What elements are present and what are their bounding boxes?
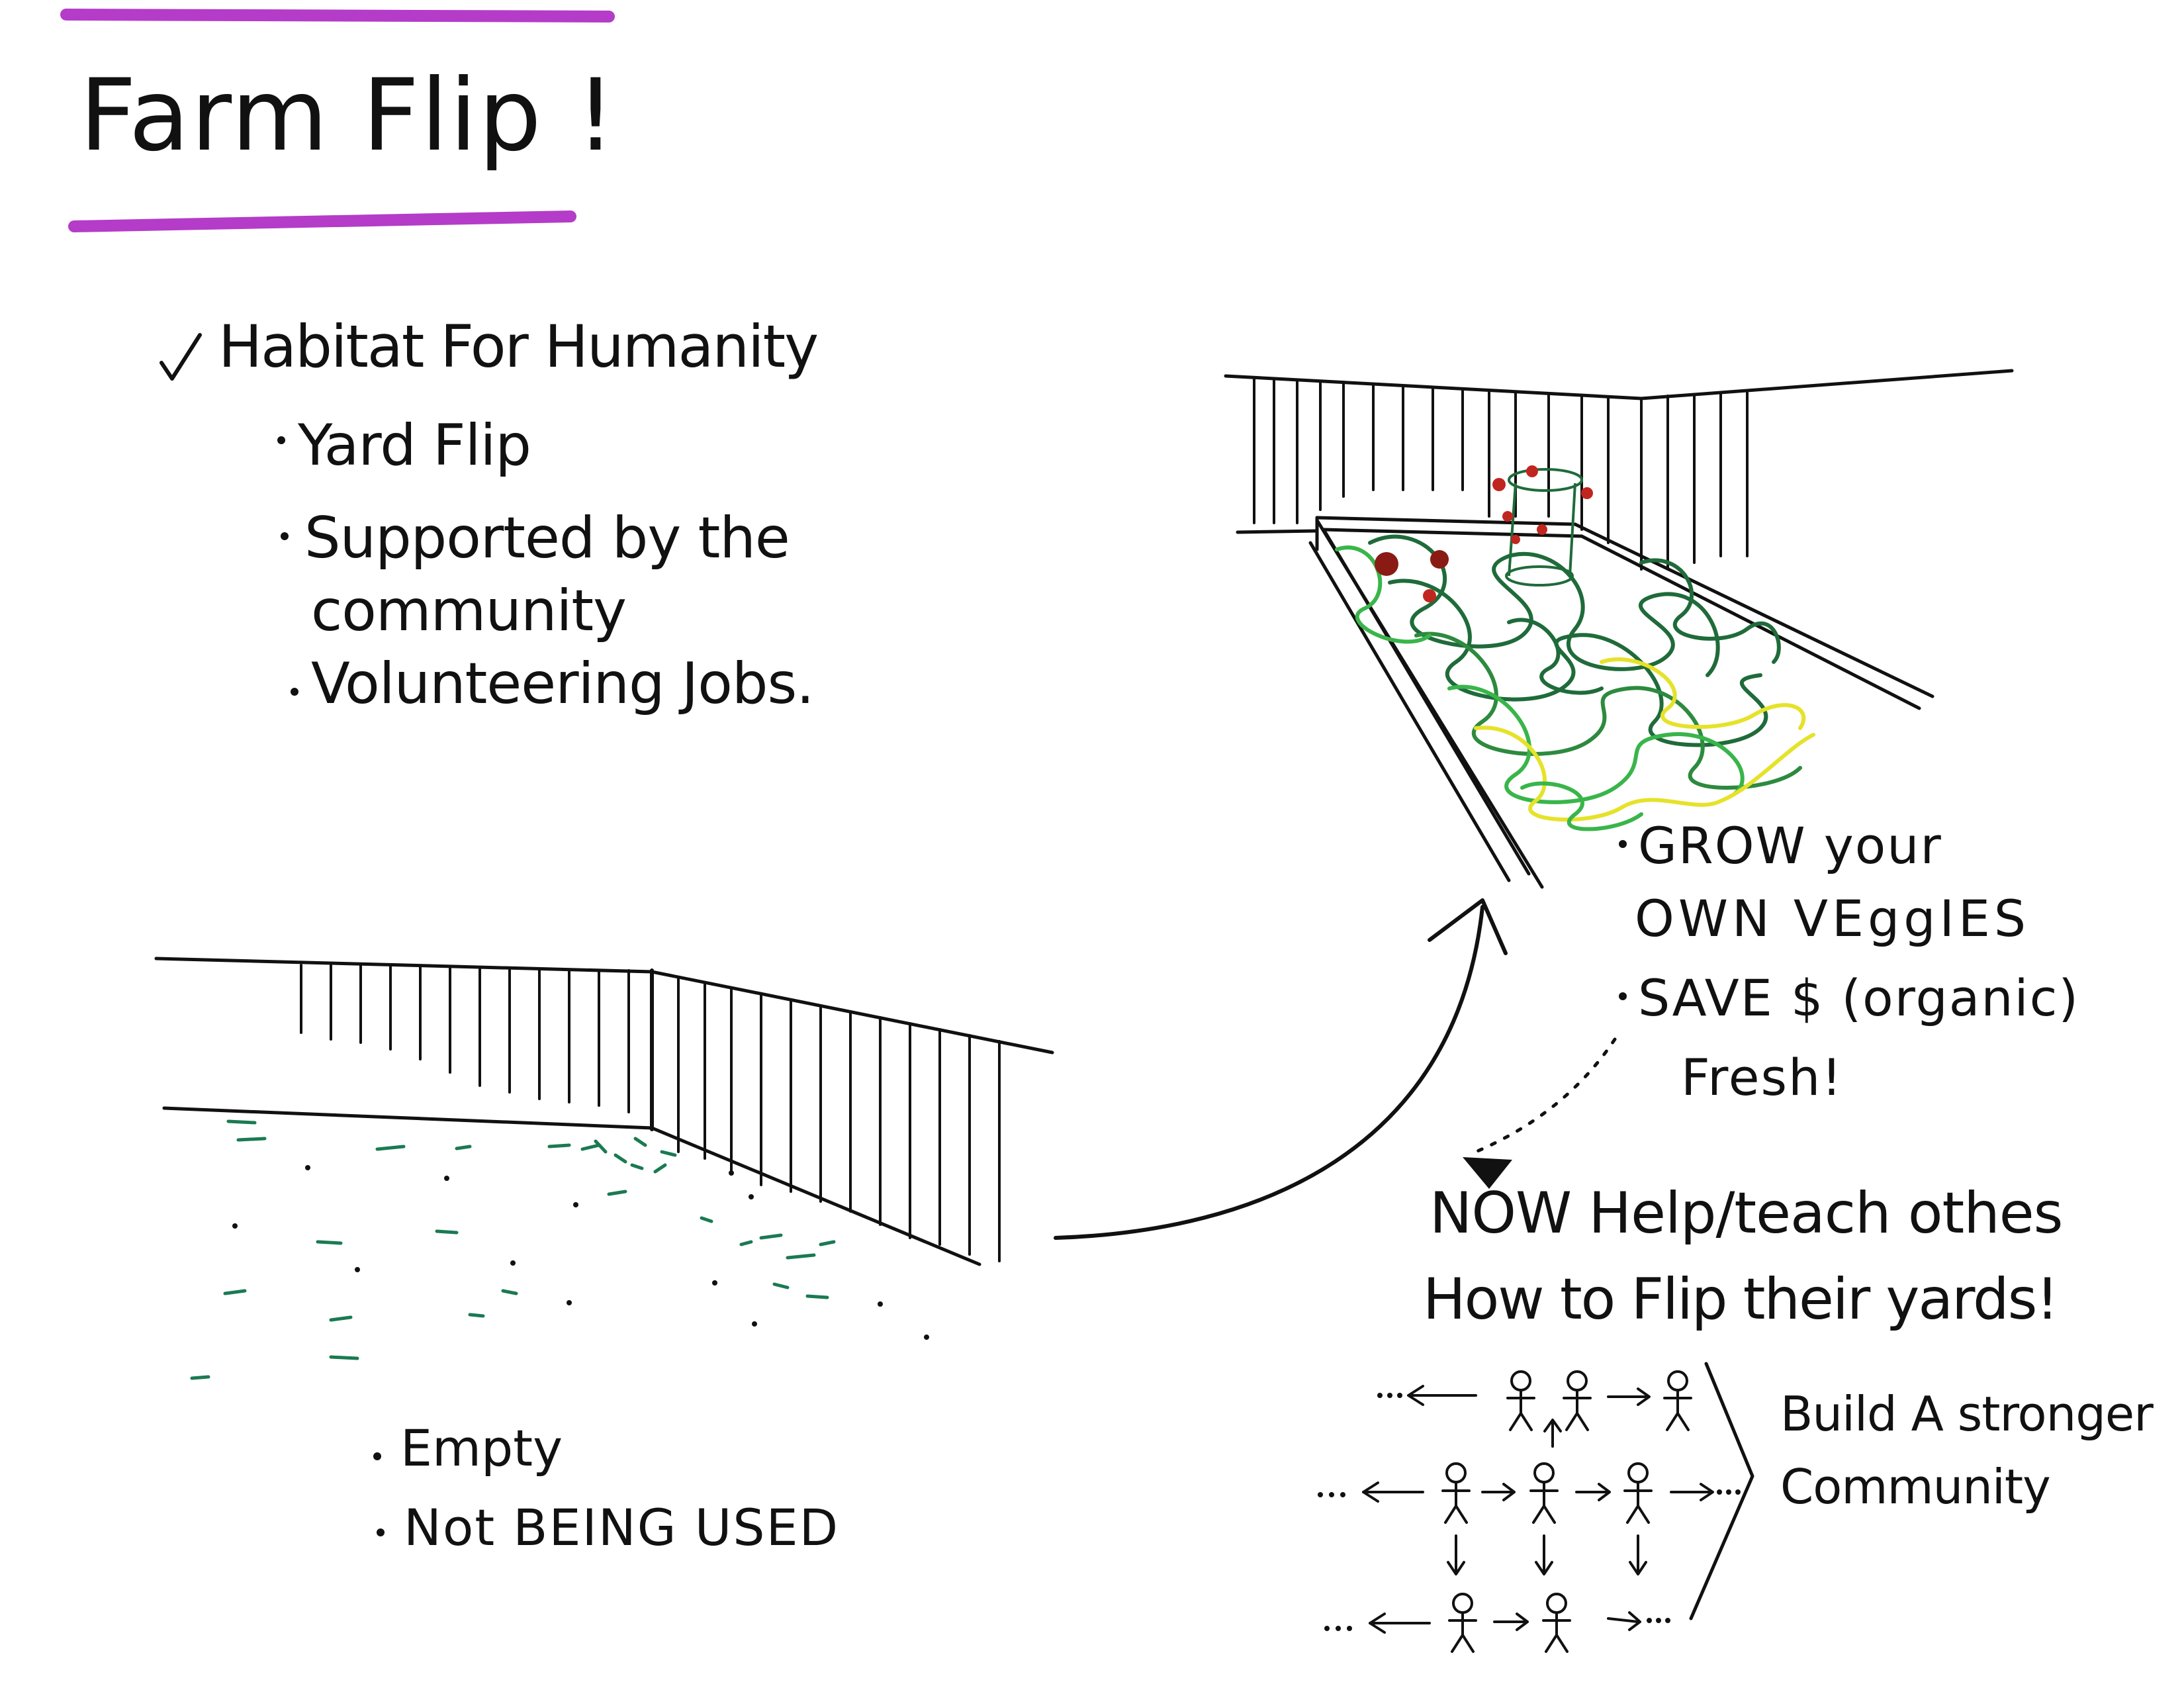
community-network	[1362, 1362, 1754, 1653]
benefit-veggies: OWN VEggIES	[1635, 889, 2030, 948]
empty-label: Empty	[400, 1419, 563, 1477]
help-line-1: NOW Help/teach othes	[1430, 1180, 2063, 1246]
dotted-arrow	[1463, 1037, 1617, 1189]
stick-figure	[1506, 1370, 1535, 1431]
stick-figure	[1441, 1462, 1471, 1524]
weed-specks	[190, 1119, 836, 1380]
bullet-supported: Supported by the	[304, 505, 790, 571]
stick-figure	[1448, 1593, 1477, 1653]
benefit-save: SAVE $ (organic)	[1638, 968, 2080, 1027]
community-line-2: Community	[1780, 1459, 2051, 1515]
garden-fence	[1224, 369, 2014, 571]
title-bottom-stroke	[68, 211, 576, 232]
stick-figure	[1542, 1593, 1571, 1653]
benefit-fresh: Fresh!	[1681, 1048, 1843, 1107]
bullet-yard-flip: Yard Flip	[298, 412, 531, 479]
community-line-1: Build A stronger	[1780, 1386, 2154, 1442]
page-title: Farm Flip !	[79, 58, 617, 173]
bullet-dots	[277, 436, 1627, 1536]
stick-figure	[1663, 1370, 1692, 1431]
check-icon	[159, 333, 202, 381]
raised-bed	[1308, 516, 1934, 889]
bullet-community: community	[311, 578, 627, 644]
benefit-grow: GROW your	[1638, 816, 1942, 875]
title-top-stroke	[60, 9, 615, 23]
habitat-heading: Habitat For Humanity	[218, 312, 819, 381]
weed-dots	[232, 1165, 929, 1340]
veggie-scribble	[1335, 534, 1815, 831]
flip-arrow	[1054, 898, 1508, 1240]
stick-figure	[1623, 1462, 1653, 1524]
stick-figure	[1563, 1370, 1592, 1431]
empty-yard-drawing	[154, 957, 1054, 1266]
tomato-plant	[1375, 465, 1593, 602]
help-line-2: How to Flip their yards!	[1423, 1266, 2059, 1333]
ellipsis-dots	[1318, 1393, 1741, 1631]
bullet-volunteering: Volunteering Jobs.	[311, 651, 815, 717]
not-used-label: Not BEING USED	[404, 1498, 840, 1557]
stick-figure	[1529, 1462, 1559, 1524]
